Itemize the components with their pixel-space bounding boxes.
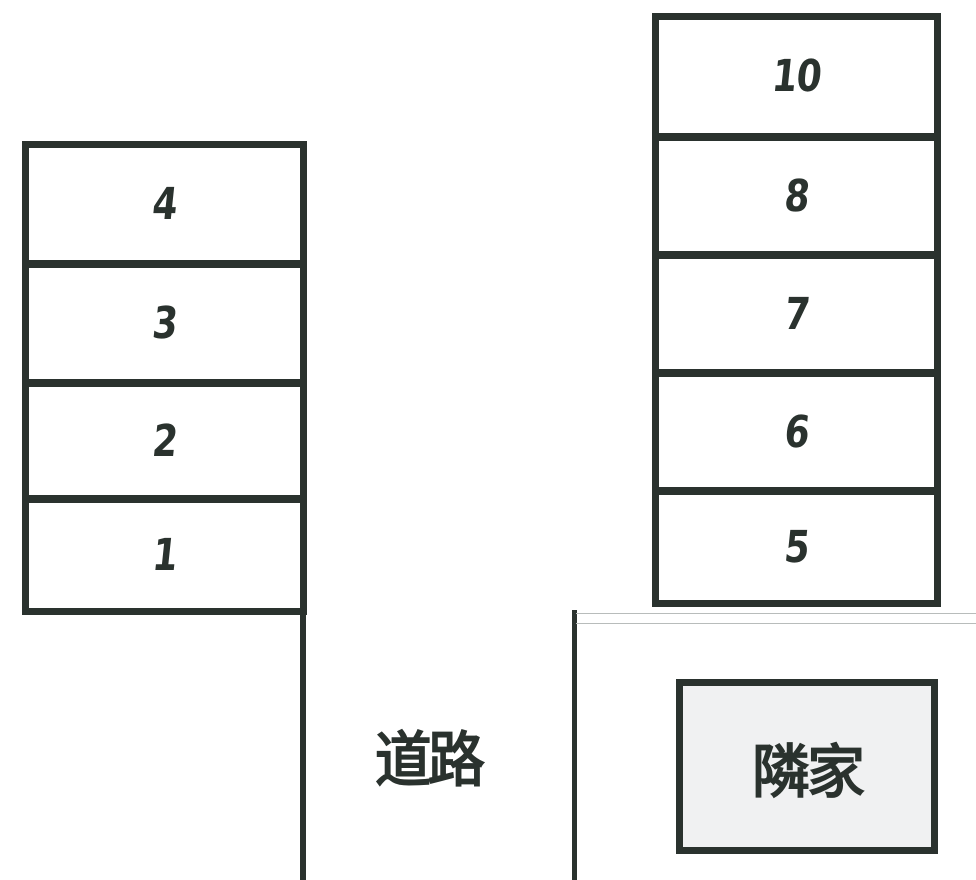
parking-space-5: 5	[659, 487, 934, 600]
parking-space-7: 7	[659, 251, 934, 369]
road-label: 道路	[374, 726, 485, 796]
neighbor-lot-boundary-top-inner	[576, 623, 976, 624]
parking-space-10: 10	[659, 20, 934, 133]
space-number: 1	[149, 530, 180, 581]
road-boundary-line-left	[300, 610, 306, 880]
parking-space-6: 6	[659, 369, 934, 487]
space-number: 8	[781, 170, 812, 222]
right-parking-column: 10 8 7 6 5	[652, 13, 941, 607]
neighbor-lot-boundary-top	[576, 613, 976, 614]
left-parking-column: 4 3 2 1	[22, 141, 307, 615]
neighbor-lot-boundary-left	[572, 610, 577, 880]
space-number: 5	[781, 522, 812, 573]
space-number: 3	[149, 298, 180, 349]
space-number: 7	[781, 288, 812, 340]
neighbor-label: 隣家	[751, 737, 865, 806]
parking-space-2: 2	[29, 379, 300, 495]
space-number: 2	[149, 415, 180, 467]
space-number: 10	[769, 51, 824, 102]
space-number: 4	[149, 178, 180, 230]
space-number: 6	[781, 406, 812, 458]
parking-space-4: 4	[29, 148, 300, 260]
neighbor-house: 隣家	[676, 679, 938, 854]
parking-space-8: 8	[659, 133, 934, 251]
parking-space-3: 3	[29, 260, 300, 379]
parking-space-1: 1	[29, 495, 300, 608]
